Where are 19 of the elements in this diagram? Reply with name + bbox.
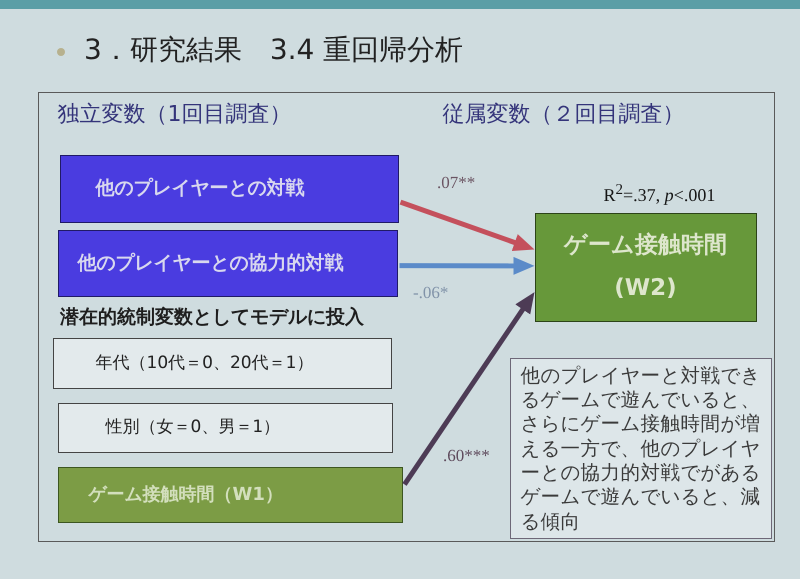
- control-variable-box: 年代（10代＝0、20代＝1）: [52, 338, 392, 388]
- panel-frame: [38, 92, 775, 542]
- control-variable-box: ゲーム接触時間（W1）: [58, 466, 402, 522]
- predictor-box: 他のプレイヤーとの対戦: [60, 154, 398, 222]
- edge-label: .60***: [443, 446, 490, 466]
- edge-label: .07**: [437, 173, 476, 194]
- group-heading: 潜在的統制変数としてモデルに投入: [60, 305, 364, 330]
- arrow: [402, 292, 534, 486]
- column-heading: 独立変数（1回目調査）: [58, 100, 292, 128]
- control-variable-box: 性別（女＝0、男＝1）: [58, 402, 392, 452]
- note-box: 他のプレイヤーと対戦できるゲームで遊んでいると、さらにゲーム接触時間が増える一方で、他のプレイヤーとの協力的対戦でがあるゲームで遊んでいると、減る傾向: [510, 358, 772, 538]
- arrow: [400, 256, 534, 275]
- edge-label: -.06*: [413, 283, 448, 304]
- predictor-box: 他のプレイヤーとの協力的対戦: [58, 230, 398, 296]
- column-heading: 従属変数（２回目調査）: [442, 100, 684, 128]
- arrow: [400, 200, 534, 252]
- slide-title: 3．研究結果 3.4 重回帰分析: [84, 32, 464, 68]
- outcome-box: ゲーム接触時間(W2): [534, 212, 756, 322]
- fit-statistic: R$^{2}$=.37, p<.001: [604, 180, 716, 206]
